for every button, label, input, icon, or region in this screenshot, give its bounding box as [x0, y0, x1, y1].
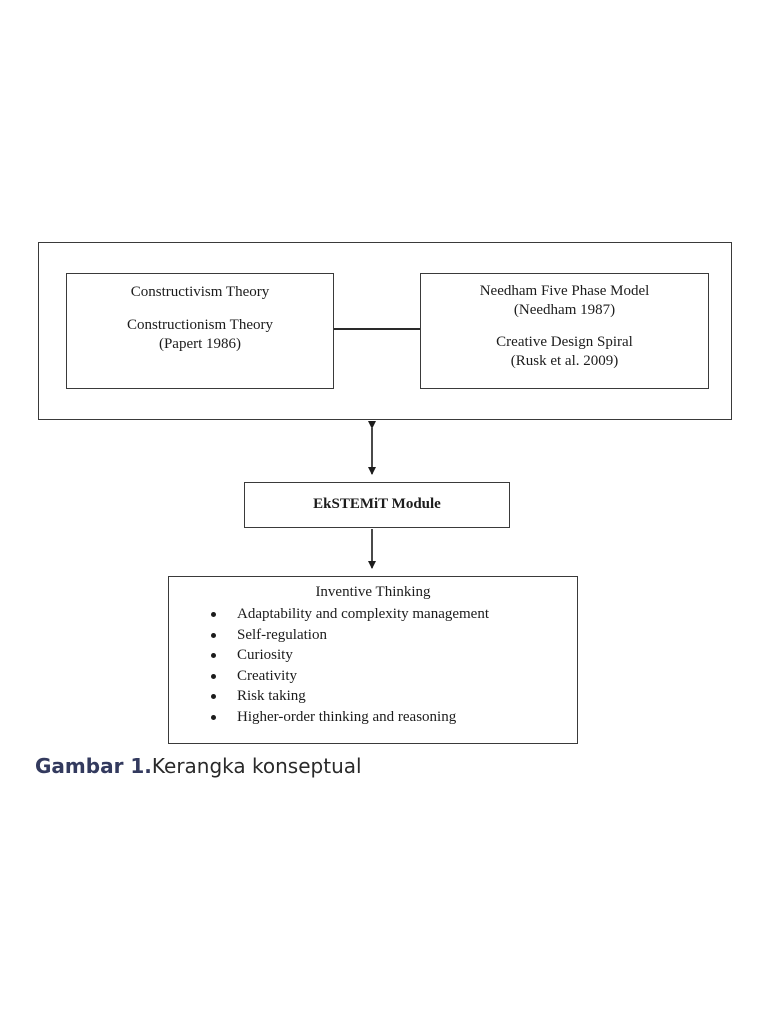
- list-item: Self-regulation: [207, 625, 489, 646]
- constructivism-theory-label: Constructivism Theory: [130, 284, 270, 300]
- theories-connector-line: [334, 328, 420, 330]
- conceptual-framework-diagram: Constructivism Theory Constructionism Th…: [38, 242, 732, 744]
- ekstemit-module-label: EkSTEMiT Module: [313, 496, 441, 512]
- list-item: Curiosity: [207, 645, 489, 666]
- inventive-thinking-list: Adaptability and complexity management S…: [207, 604, 489, 728]
- figure-caption: Gambar 1.Kerangka konseptual: [35, 752, 362, 780]
- list-item: Risk taking: [207, 686, 489, 707]
- constructivism-theory-box: Constructivism Theory Constructionism Th…: [66, 273, 334, 389]
- connector-arrows: [368, 421, 376, 569]
- rusk-citation: (Rusk et al. 2009): [510, 353, 619, 369]
- needham-model-box: Needham Five Phase Model (Needham 1987) …: [420, 273, 709, 389]
- figure-number: Gambar 1.: [35, 754, 152, 778]
- needham-citation: (Needham 1987): [513, 302, 616, 318]
- figure-caption-text: Kerangka konseptual: [151, 754, 362, 778]
- constructionism-theory-label: Constructionism Theory: [127, 317, 273, 333]
- inventive-thinking-title: Inventive Thinking: [315, 584, 431, 600]
- list-item: Creativity: [207, 666, 489, 687]
- needham-model-label: Needham Five Phase Model: [479, 283, 650, 299]
- list-item: Adaptability and complexity management: [207, 604, 489, 625]
- papert-citation: (Papert 1986): [158, 336, 242, 352]
- creative-design-spiral-label: Creative Design Spiral: [496, 334, 633, 350]
- list-item: Higher-order thinking and reasoning: [207, 707, 489, 728]
- inventive-thinking-box: Inventive Thinking Adaptability and comp…: [168, 576, 578, 744]
- ekstemit-module-box: EkSTEMiT Module: [244, 482, 510, 528]
